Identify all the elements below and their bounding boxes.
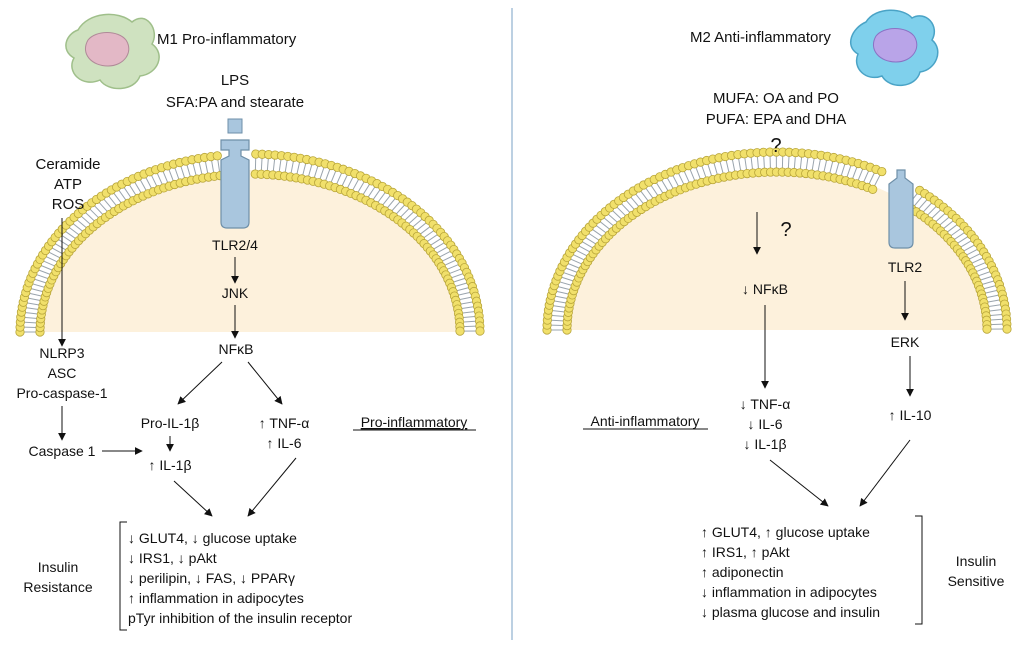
tlr2-receptor-icon — [888, 169, 914, 249]
arrow-il10-to-outcomes — [859, 439, 911, 507]
arrow-nfkb-to-tnf — [247, 361, 283, 405]
lipid-head — [475, 326, 485, 336]
ligand-square-icon — [227, 118, 243, 134]
lipid-head — [868, 184, 878, 194]
il10-label: ↑ IL-10 — [889, 407, 932, 423]
arrow-il1b-to-outcomes — [173, 480, 213, 517]
m2-ligand-mufa: MUFA: OA and PO — [713, 90, 839, 107]
unknown-pathway-mark: ? — [780, 219, 791, 241]
m2-title: M2 Anti-inflammatory — [690, 29, 831, 46]
arrow-nfkb-to-proil1b — [177, 361, 223, 405]
anti-inflammatory-label: Anti-inflammatory — [591, 413, 700, 429]
m1-outcome-2: ↓ IRS1, ↓ pAkt — [128, 550, 217, 566]
m2-outcome-3: ↑ adiponectin — [701, 564, 784, 580]
tnfa-up-label: ↑ TNF-α — [259, 415, 310, 431]
nfkb-label: NFκB — [219, 341, 254, 357]
arrow-cytokines-to-outcomes — [769, 459, 829, 507]
m1-outcome-bracket — [119, 521, 127, 631]
asc-label: ASC — [48, 365, 77, 381]
m1-ligand-lps: LPS — [221, 72, 249, 89]
m1-macrophage-icon — [65, 13, 160, 90]
m2-outcome-bracket — [915, 515, 923, 625]
erk-label: ERK — [891, 334, 920, 350]
arrow-cytokines-to-outcomes — [247, 457, 297, 517]
jnk-label: JNK — [222, 285, 249, 301]
lipid-head — [877, 166, 887, 177]
insulin-resistance-label-2: Resistance — [23, 579, 92, 595]
m2-membrane — [542, 147, 1012, 335]
nfkb-down-label: ↓ NFκB — [742, 281, 788, 297]
proil1b-label: Pro-IL-1β — [141, 415, 200, 431]
tlr24-label: TLR2/4 — [212, 237, 258, 253]
m2-cytoplasm — [562, 168, 992, 330]
m2-outcome-4: ↓ inflammation in adipocytes — [701, 584, 877, 600]
m1-title: M1 Pro-inflammatory — [157, 31, 297, 48]
il1b-label: ↑ IL-1β — [148, 457, 191, 473]
m1-cytoplasm — [35, 170, 465, 332]
m1-outcome-3: ↓ perilipin, ↓ FAS, ↓ PPARγ — [128, 570, 295, 586]
insulin-resistance-label-1: Insulin — [38, 559, 78, 575]
insulin-sensitive-label-2: Sensitive — [948, 573, 1005, 589]
tlr2-label: TLR2 — [888, 259, 922, 275]
il1b-down-label: ↓ IL-1β — [743, 436, 786, 452]
m1-outcome-1: ↓ GLUT4, ↓ glucose uptake — [128, 530, 297, 546]
il6-down-label: ↓ IL-6 — [747, 416, 782, 432]
m2-outcome-5: ↓ plasma glucose and insulin — [701, 604, 880, 620]
tnfa-down-label: ↓ TNF-α — [740, 396, 791, 412]
m1-ligand-sfa: SFA:PA and stearate — [166, 94, 304, 111]
right-panel: M2 Anti-inflammatory MUFA: OA and PO PUF… — [542, 9, 1012, 625]
lipid-head — [212, 151, 222, 161]
procaspase-label: Pro-caspase-1 — [16, 385, 107, 401]
m1-outcome-4: ↑ inflammation in adipocytes — [128, 590, 304, 606]
nlrp3-label: NLRP3 — [39, 345, 84, 361]
trigger-atp: ATP — [54, 176, 82, 193]
m2-outcome-2: ↑ IRS1, ↑ pAkt — [701, 544, 790, 560]
il6-up-label: ↑ IL-6 — [266, 435, 301, 451]
lipid-head — [982, 324, 992, 334]
m2-ligand-pufa: PUFA: EPA and DHA — [706, 111, 847, 128]
m1-outcome-5: pTyr inhibition of the insulin receptor — [128, 610, 352, 626]
tlr24-receptor-icon — [220, 139, 250, 229]
trigger-ros: ROS — [52, 196, 85, 213]
insulin-sensitive-label-1: Insulin — [956, 553, 996, 569]
unknown-receptor-mark: ? — [770, 135, 781, 157]
pro-inflammatory-label: Pro-inflammatory — [361, 414, 468, 430]
m1-membrane — [15, 149, 485, 337]
m2-outcome-1: ↑ GLUT4, ↑ glucose uptake — [701, 524, 870, 540]
m2-macrophage-icon — [849, 9, 939, 86]
left-panel: M1 Pro-inflammatory LPS SFA:PA and stear… — [15, 13, 485, 631]
lipid-head — [455, 326, 465, 336]
trigger-ceramide: Ceramide — [35, 156, 100, 173]
caspase1-label: Caspase 1 — [29, 443, 96, 459]
lipid-head — [1002, 324, 1012, 334]
